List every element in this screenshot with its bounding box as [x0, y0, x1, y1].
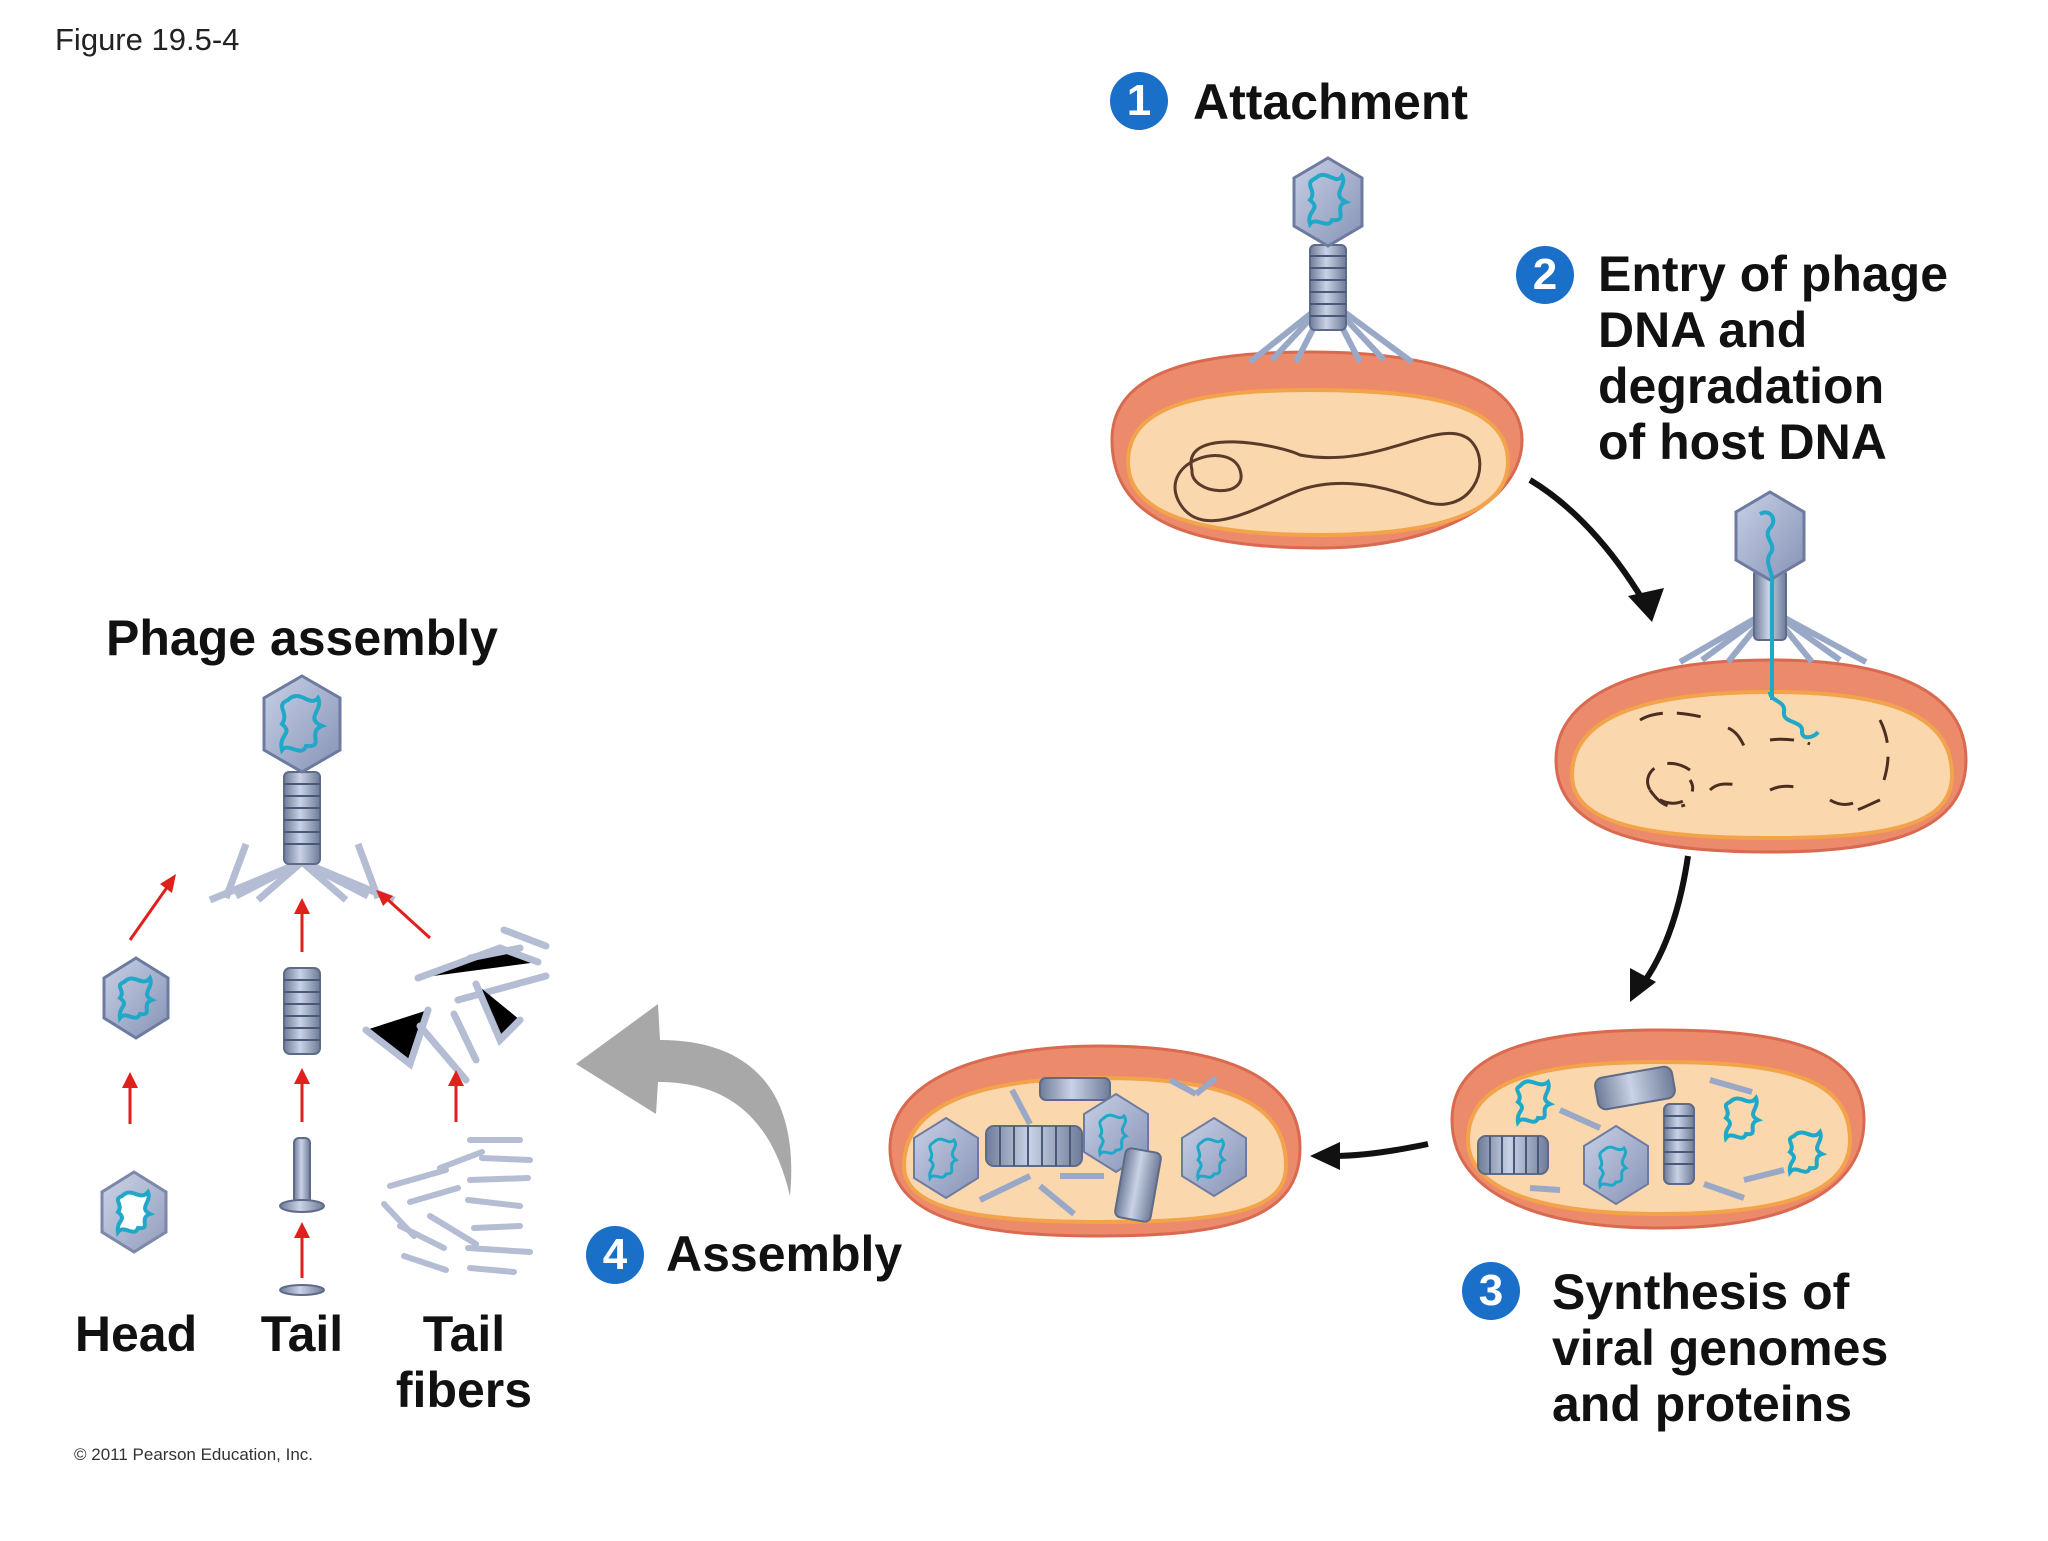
step-2-line-2: DNA and	[1598, 302, 1808, 358]
step-4-badge: 4	[586, 1226, 644, 1284]
arrowhead-step3	[1630, 968, 1656, 1002]
step-1-badge: 1	[1110, 72, 1168, 130]
tail-complete	[283, 967, 321, 1055]
cell-entry	[1554, 658, 1968, 854]
step-3-title: Synthesis of viral genomes and proteins	[1552, 1264, 1888, 1432]
step-3-line-3: and proteins	[1552, 1376, 1853, 1432]
step-2-title: Entry of phage DNA and degradation of ho…	[1598, 246, 1948, 470]
tail-fibers-parts	[381, 1137, 533, 1275]
arrowhead-step2	[1628, 588, 1664, 622]
step-3-line-2: viral genomes	[1552, 1320, 1889, 1376]
step-3-badge: 3	[1462, 1262, 1520, 1320]
step-2-line-1: Entry of phage	[1598, 246, 1949, 302]
gray-assembly-arrow	[576, 1004, 792, 1196]
cell-assembly	[888, 1044, 1302, 1238]
phage-assembly-title: Phage assembly	[106, 610, 498, 666]
arrow-step2-to-step3	[1635, 855, 1691, 992]
assembled-phage	[208, 674, 396, 904]
step-2-line-3: degradation	[1598, 358, 1885, 414]
head-empty	[100, 1170, 168, 1254]
head-complete	[102, 956, 170, 1040]
step-3-line-1: Synthesis of	[1552, 1264, 1850, 1320]
phage-injecting	[1678, 490, 1868, 700]
step-2-badge: 2	[1516, 246, 1574, 304]
tail-baseplate	[279, 1284, 325, 1296]
step-4-title: Assembly	[666, 1226, 903, 1282]
part-label-head: Head	[74, 1306, 198, 1362]
red-arrows	[122, 874, 464, 1278]
part-label-tail-fibers: Tail fibers	[384, 1306, 544, 1418]
phage-attaching	[1248, 156, 1414, 365]
cell-attachment	[1110, 350, 1524, 550]
arrow-step1-to-step2	[1528, 477, 1653, 617]
cell-synthesis	[1450, 1028, 1866, 1230]
figure-label: Figure 19.5-4	[55, 22, 240, 57]
tail-fibers-assembled	[362, 926, 550, 1084]
step-1-title: Attachment	[1193, 74, 1469, 130]
part-label-tail: Tail	[260, 1306, 344, 1362]
tail-core	[279, 1137, 325, 1213]
arrowhead-step4	[1310, 1142, 1340, 1170]
tail-fibers-line-1: Tail	[422, 1306, 506, 1362]
copyright-notice: © 2011 Pearson Education, Inc.	[74, 1445, 314, 1464]
tail-fibers-line-2: fibers	[395, 1362, 533, 1418]
step-2-line-4: of host DNA	[1598, 414, 1887, 470]
arrow-step3-to-step4	[1333, 1141, 1429, 1159]
